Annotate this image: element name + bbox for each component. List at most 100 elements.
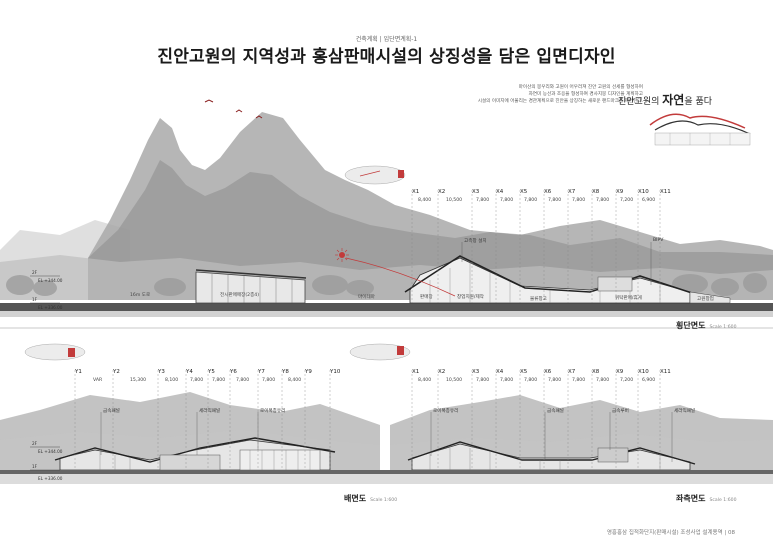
- dimension-value: 7,800: [524, 378, 538, 383]
- dimension-value: 7,800: [262, 378, 276, 383]
- level-elevation: EL +344.00: [38, 449, 63, 454]
- road-label: 16m 도로: [130, 293, 151, 298]
- grid-label: Y6: [230, 369, 237, 375]
- space-label: 마이테마: [358, 295, 375, 300]
- drawing-name: 배면도: [344, 494, 367, 503]
- level-label: 1F: [32, 297, 38, 302]
- level-elevation: EL +336.00: [38, 476, 63, 481]
- space-label: 판매장: [420, 295, 433, 300]
- tagline-bold: 자연: [662, 93, 685, 107]
- dimension-value: 7,800: [548, 378, 562, 383]
- space-label: 전시판매매장(2층4): [220, 293, 260, 298]
- grid-label: X6: [544, 369, 552, 375]
- grid-label: X2: [438, 369, 446, 375]
- key-plan-rear: [24, 343, 86, 361]
- mountain-backdrop-top: [0, 112, 773, 300]
- drawing-category: 건축계획 | 입단면계획-1: [355, 36, 418, 43]
- key-plan-top: [344, 165, 406, 185]
- tagline-suffix: 을 품다: [684, 97, 713, 107]
- level-elevation: EL +336.00: [38, 305, 63, 310]
- callout-lowe-glass: 로이복층유리: [433, 409, 459, 414]
- drawing-name: 횡단면도: [676, 321, 706, 330]
- grid-label: X4: [496, 369, 504, 375]
- grid-label: X1: [412, 189, 420, 195]
- callout-leaders-cross: [461, 242, 652, 285]
- grid-label: X9: [616, 369, 624, 375]
- dimension-value: 7,200: [620, 378, 634, 383]
- callout-metal-panel: 금속패널: [103, 409, 120, 414]
- level-label: 2F: [32, 441, 38, 446]
- grid-label: Y8: [282, 369, 289, 375]
- callout-lowe-glass: 로이복층유리: [260, 409, 286, 414]
- dimension-value: 7,800: [236, 378, 250, 383]
- grid-label: X8: [592, 189, 600, 195]
- roof-concept-logo: [649, 113, 751, 146]
- callout-ceramic-panel: 세라믹패널: [674, 409, 696, 414]
- grid-label: X5: [520, 369, 528, 375]
- dimension-value: 7,800: [476, 198, 490, 203]
- dimension-value: 8,400: [288, 378, 302, 383]
- concept-line-3: 시설의 이미지에 어울리는 경관계획으로 진안을 상징하는 새로운 랜드마크를 …: [477, 99, 643, 104]
- concept-line-2: 자연미 능선과 조응을 형성하여 경사지붕 디자인을 계획하고: [528, 92, 643, 97]
- page-title: 진안고원의 지역성과 홍삼판매시설의 상징성을 담은 입면디자인: [157, 47, 616, 67]
- grid-label: X10: [638, 189, 649, 195]
- callout-bipv: BIPV: [653, 238, 664, 243]
- drawing-scale: Scale 1:600: [370, 498, 398, 503]
- dimension-value: 6,900: [642, 198, 656, 203]
- grid-lines-elev: [74, 370, 661, 470]
- tree-line-top: [6, 273, 767, 296]
- tagline-prefix: 진안고원의: [618, 97, 663, 107]
- level-elevation: EL +344.00: [38, 278, 63, 283]
- building-section-main: [404, 255, 731, 304]
- drawing-scale: Scale 1:600: [709, 498, 737, 503]
- birds-decoration: [204, 99, 263, 119]
- dimension-value: 8,400: [418, 378, 432, 383]
- dimension-value: 8,400: [418, 198, 432, 203]
- grid-label: Y7: [258, 369, 265, 375]
- grid-label: X5: [520, 189, 528, 195]
- concept-tagline: 진안고원의 자연을 품다: [618, 91, 712, 108]
- space-label: 고원창업: [697, 297, 714, 302]
- dimension-value: 7,800: [572, 198, 586, 203]
- grid-label: Y10: [330, 369, 341, 375]
- grid-label: X11: [660, 189, 671, 195]
- sun-angle-diagram: [335, 248, 456, 297]
- space-label: 창업지원/제작: [457, 295, 484, 300]
- dimension-value: 7,800: [190, 378, 204, 383]
- dimension-value: 7,800: [500, 198, 514, 203]
- grid-label: X4: [496, 189, 504, 195]
- space-label: 위탁판매/휴게: [615, 296, 642, 301]
- grid-label: X8: [592, 369, 600, 375]
- grid-label: Y4: [186, 369, 193, 375]
- drawing-scale: Scale 1:600: [709, 325, 737, 330]
- dimension-value: 15,300: [130, 378, 147, 383]
- callout-metal-panel: 금속패널: [547, 409, 564, 414]
- grid-label: X7: [568, 369, 576, 375]
- callout-metal-louver: 금속루버: [612, 409, 629, 414]
- level-label: 1F: [32, 464, 38, 469]
- dimension-value: 7,800: [572, 378, 586, 383]
- grid-label: Y9: [305, 369, 312, 375]
- grid-lines-cross: [411, 190, 661, 303]
- grid-label: X3: [472, 189, 480, 195]
- dimension-value: 7,200: [620, 198, 634, 203]
- grid-label: X7: [568, 189, 576, 195]
- grid-label: X6: [544, 189, 552, 195]
- building-left-elevation: [407, 441, 696, 471]
- dimension-value: VAR: [93, 378, 103, 383]
- callout-clerestory: 고측창 설치: [464, 239, 487, 244]
- callout-ceramic-panel: 세라믹패널: [199, 409, 221, 414]
- space-label: 물류창고: [530, 297, 547, 302]
- grid-label: X10: [638, 369, 649, 375]
- dimension-value: 10,500: [446, 198, 463, 203]
- grid-label: X3: [472, 369, 480, 375]
- grid-label: Y3: [158, 369, 165, 375]
- dimension-value: 7,800: [524, 198, 538, 203]
- building-section-left: [195, 269, 307, 304]
- dimension-value: 6,900: [642, 378, 656, 383]
- grid-label: X2: [438, 189, 446, 195]
